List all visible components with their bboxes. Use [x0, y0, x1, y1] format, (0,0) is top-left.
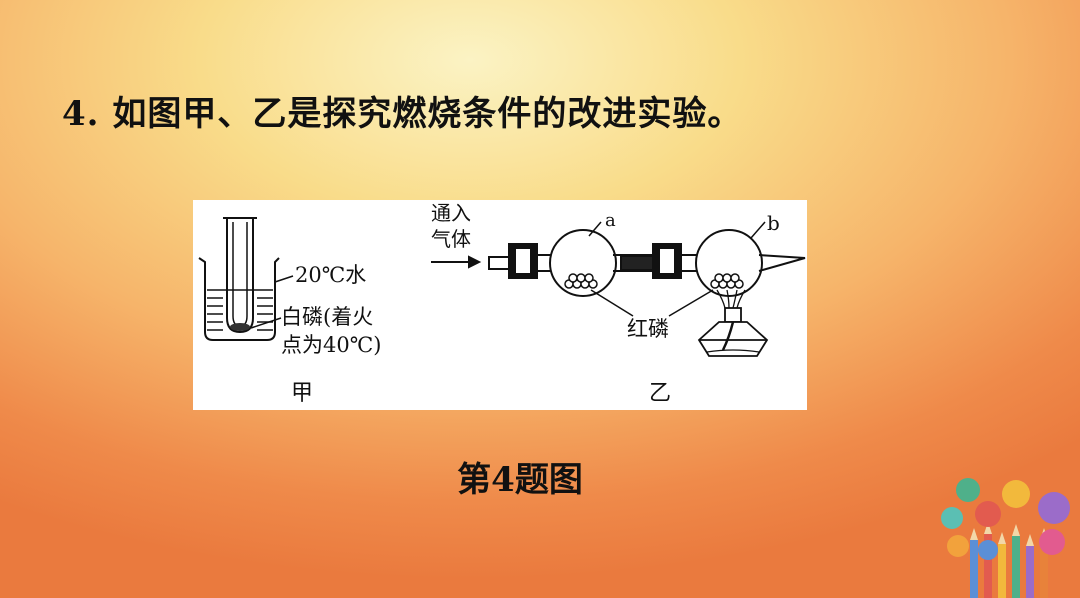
label-jia: 甲 — [291, 381, 313, 406]
label-phosphorus-1: 白磷(着火 — [281, 305, 373, 329]
abc-bubble-icon — [947, 535, 969, 557]
atom-bubble-icon — [978, 540, 998, 560]
pointer-phosphorus — [250, 317, 282, 329]
label-phosphorus-2: 点为40℃) — [281, 333, 381, 357]
flask-bubble-icon — [1038, 492, 1070, 524]
plant-bubble-icon — [941, 507, 963, 529]
label-b: b — [767, 211, 780, 235]
red-phosphorus-b — [710, 273, 744, 289]
label-gas-1: 通入 — [431, 201, 471, 225]
experiment-figure: 20℃水 白磷(着火 点为40℃) 甲 通入 气体 — [193, 200, 807, 410]
experiment-diagram: 20℃水 白磷(着火 点为40℃) 甲 通入 气体 — [198, 201, 806, 406]
pointer-b — [750, 221, 766, 239]
label-yi: 乙 — [649, 381, 671, 406]
leaf-bubble-icon — [956, 478, 980, 502]
label-a: a — [605, 210, 616, 231]
pointer-red-1 — [590, 289, 634, 317]
label-red-phosphorus: 红磷 — [627, 317, 669, 341]
white-phosphorus — [230, 323, 250, 331]
label-gas-2: 气体 — [431, 227, 471, 251]
water-lines — [207, 289, 273, 331]
monitor-bubble-icon — [975, 501, 1001, 527]
gas-arrow — [431, 255, 482, 269]
pencil-icon — [970, 522, 1048, 598]
triangle-bubble-icon — [1002, 480, 1030, 508]
pointer-red-2 — [668, 289, 714, 317]
beaker-apparatus — [198, 217, 280, 341]
question-text: 4. 如图甲、乙是探究燃烧条件的改进实验。 — [62, 94, 743, 134]
label-water: 20℃水 — [295, 263, 366, 287]
math-bubble-icon — [1039, 529, 1065, 555]
tube-apparatus — [488, 229, 806, 297]
red-phosphorus-a — [564, 273, 598, 289]
alcohol-lamp — [697, 289, 769, 357]
education-decoration — [941, 478, 1070, 598]
figure-caption: 第4题图 — [457, 460, 583, 500]
pointer-water — [274, 275, 294, 283]
pointer-a — [588, 221, 602, 237]
